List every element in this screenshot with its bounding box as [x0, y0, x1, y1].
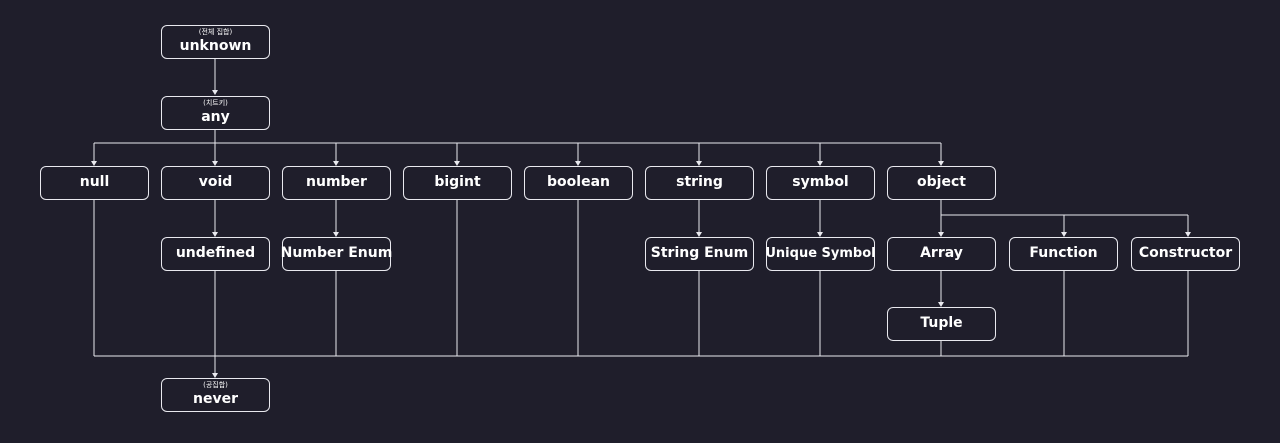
node-number-enum: Number Enum	[280, 237, 393, 271]
node-any-label: any	[201, 109, 230, 126]
node-constructor-label: Constructor	[1138, 245, 1233, 262]
node-void-label: void	[198, 174, 233, 191]
node-string-label: string	[676, 174, 723, 191]
node-tuple-label: Tuple	[920, 315, 963, 332]
node-bigint-label: bigint	[434, 174, 481, 191]
node-unique-symbol: Unique Symbol	[765, 237, 876, 271]
node-unique-symbol-label: Unique Symbol	[765, 245, 876, 261]
node-unknown: (전체 집합) unknown	[161, 25, 270, 59]
node-undefined-label: undefined	[175, 245, 256, 262]
node-number-enum-label: Number Enum	[280, 245, 393, 262]
node-function-label: Function	[1029, 245, 1098, 262]
arrowhead-any	[212, 90, 218, 95]
node-boolean: boolean	[524, 166, 633, 200]
node-number: number	[282, 166, 391, 200]
node-array-label: Array	[920, 245, 963, 262]
node-unknown-label: unknown	[179, 38, 252, 55]
node-never-label: never	[193, 391, 238, 408]
node-array: Array	[887, 237, 996, 271]
node-never-note: (공집합)	[203, 381, 228, 390]
node-symbol: symbol	[766, 166, 875, 200]
node-any-note: (치트키)	[203, 99, 228, 108]
node-bigint: bigint	[403, 166, 512, 200]
node-null-label: null	[79, 174, 110, 191]
node-string-enum: String Enum	[645, 237, 754, 271]
node-undefined: undefined	[161, 237, 270, 271]
node-number-label: number	[306, 174, 367, 191]
node-unknown-note: (전체 집합)	[198, 28, 233, 37]
node-function: Function	[1009, 237, 1118, 271]
node-never: (공집합) never	[161, 378, 270, 412]
node-null: null	[40, 166, 149, 200]
node-constructor: Constructor	[1131, 237, 1240, 271]
node-string-enum-label: String Enum	[650, 245, 749, 262]
node-string: string	[645, 166, 754, 200]
node-boolean-label: boolean	[547, 174, 610, 191]
node-symbol-label: symbol	[792, 174, 849, 191]
node-object-label: object	[917, 174, 966, 191]
node-object: object	[887, 166, 996, 200]
node-void: void	[161, 166, 270, 200]
node-tuple: Tuple	[887, 307, 996, 341]
node-any: (치트키) any	[161, 96, 270, 130]
